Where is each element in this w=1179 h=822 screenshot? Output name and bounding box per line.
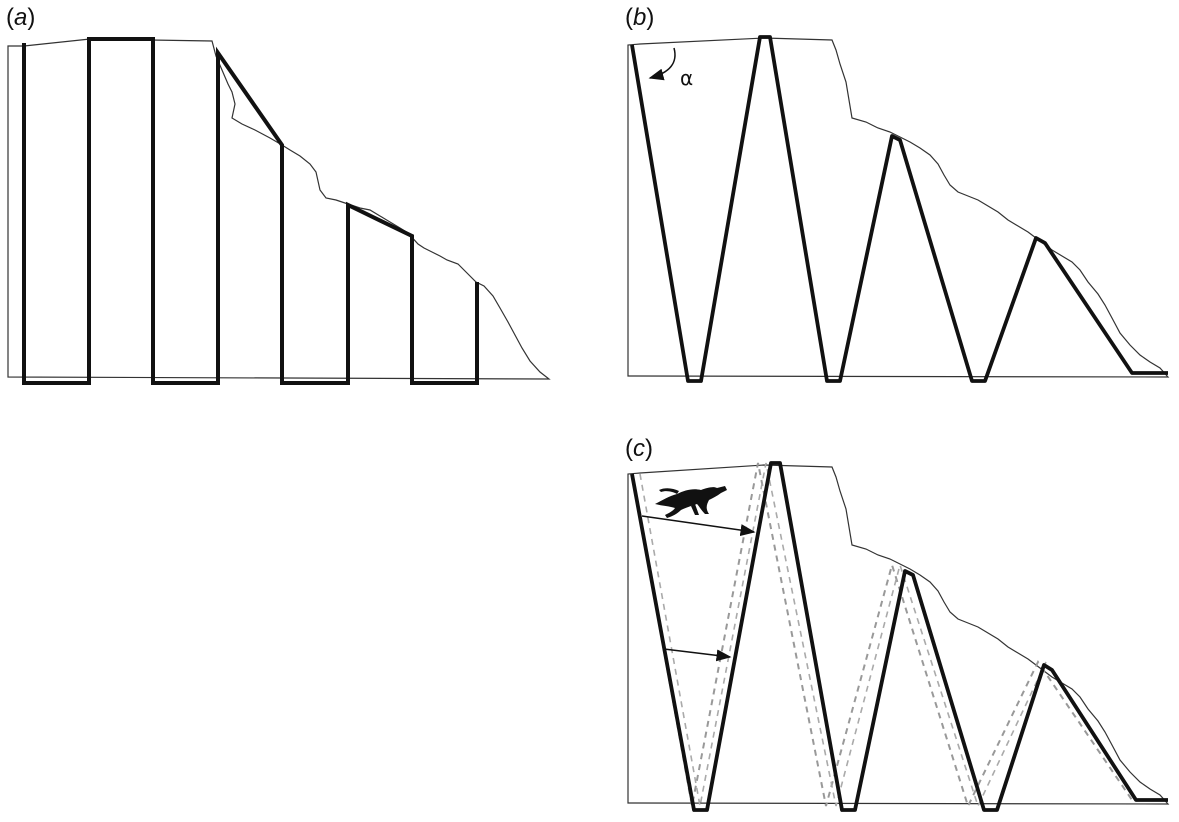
panel-c-arrow-lower [663, 648, 732, 662]
panel-b-diagram [627, 35, 1170, 383]
panel-b-field-outline [627, 37, 1170, 378]
cheetah-icon [655, 486, 727, 518]
panel-c-arrow-upper [641, 515, 756, 537]
panel-label-a: (a) [6, 4, 36, 31]
panel-c-diagram [627, 461, 1170, 812]
panel-b-zigzag-path [630, 35, 1168, 383]
panel-c-reference-dashed-path [631, 462, 1133, 809]
panel-c-zigzag-path [630, 461, 1168, 812]
panel-letter-a: a [14, 4, 28, 31]
panel-label-c: (c) [625, 435, 653, 462]
panel-c-reference-dashed-path-2 [639, 462, 1047, 809]
panel-a-field-outline [7, 38, 551, 380]
panel-b-angle-arrow [648, 47, 676, 81]
panel-a-sweep-path [22, 37, 479, 385]
panel-label-b: (b) [625, 4, 655, 31]
panel-letter-c: c [633, 435, 645, 462]
panel-c-field-outline [627, 464, 1170, 805]
angle-alpha-label: α [680, 66, 694, 90]
panel-letter-b: b [633, 4, 647, 31]
panel-a-diagram [7, 37, 551, 385]
